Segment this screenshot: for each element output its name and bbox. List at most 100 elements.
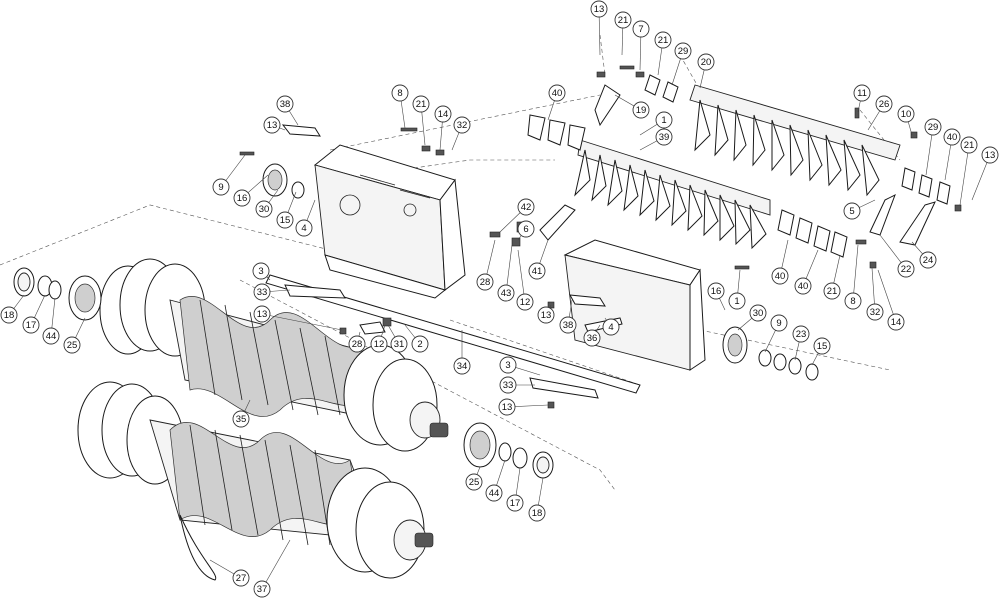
callout-number: 40 bbox=[552, 88, 563, 99]
callout-leader-line bbox=[517, 249, 526, 303]
callout-number: 24 bbox=[923, 255, 934, 266]
callout-circle bbox=[548, 84, 566, 102]
crossbar-and-rails bbox=[265, 274, 641, 399]
callout-number: 30 bbox=[753, 308, 764, 319]
callout-number: 38 bbox=[280, 99, 291, 110]
callout-number: 40 bbox=[775, 271, 786, 282]
callout-number: 13 bbox=[257, 309, 268, 320]
callout-number: 1 bbox=[734, 296, 739, 307]
callout-41: 41 bbox=[528, 239, 549, 280]
callout-leader-line bbox=[877, 269, 897, 323]
callout-circle bbox=[632, 101, 650, 119]
callout-circle bbox=[390, 335, 408, 353]
callout-30: 30 bbox=[255, 189, 279, 218]
callout-number: 35 bbox=[236, 414, 247, 425]
callout-number: 29 bbox=[678, 46, 689, 57]
callout-circle bbox=[22, 316, 40, 334]
callout-circle bbox=[453, 116, 471, 134]
callout-21: 21 bbox=[959, 136, 978, 206]
callout-circle bbox=[823, 282, 841, 300]
callout-1: 1 bbox=[728, 269, 746, 310]
callout-number: 14 bbox=[438, 109, 449, 120]
callout-circle bbox=[499, 376, 517, 394]
callout-number: 20 bbox=[701, 57, 712, 68]
callout-2: 2 bbox=[404, 324, 429, 353]
callout-number: 19 bbox=[636, 105, 647, 116]
callout-number: 13 bbox=[594, 4, 605, 15]
callout-38: 38 bbox=[559, 299, 577, 334]
callout-31: 31 bbox=[387, 324, 408, 353]
callout-35: 35 bbox=[232, 399, 251, 428]
callout-42: 42 bbox=[499, 198, 535, 233]
callout-16: 16 bbox=[707, 282, 726, 311]
callout-22: 22 bbox=[879, 234, 915, 278]
callout-26: 26 bbox=[867, 95, 893, 131]
callout-circle bbox=[728, 292, 746, 310]
callout-28: 28 bbox=[476, 239, 496, 291]
callout-32: 32 bbox=[451, 116, 471, 151]
callout-number: 44 bbox=[489, 488, 500, 499]
callout-number: 12 bbox=[520, 297, 531, 308]
callout-number: 13 bbox=[541, 310, 552, 321]
callout-28: 28 bbox=[348, 331, 366, 353]
callout-circle bbox=[295, 219, 313, 237]
callout-circle bbox=[391, 84, 409, 102]
callout-circle bbox=[674, 42, 692, 60]
callout-number: 31 bbox=[394, 339, 405, 350]
callout-44: 44 bbox=[42, 297, 60, 345]
callout-circle bbox=[981, 146, 999, 164]
callout-3: 3 bbox=[499, 356, 541, 376]
callout-circle bbox=[843, 202, 861, 220]
callout-21: 21 bbox=[654, 31, 672, 76]
callout-circle bbox=[528, 262, 546, 280]
callout-circle bbox=[411, 335, 429, 353]
callout-number: 23 bbox=[796, 329, 807, 340]
callout-16: 16 bbox=[233, 174, 269, 207]
callout-circle bbox=[516, 293, 534, 311]
callout-40: 40 bbox=[547, 84, 566, 121]
callout-14: 14 bbox=[877, 269, 905, 331]
callout-circle bbox=[212, 178, 230, 196]
upper-knife-bar bbox=[689, 84, 901, 197]
callout-circle bbox=[632, 20, 650, 38]
callout-circle bbox=[498, 398, 516, 416]
callout-number: 9 bbox=[776, 318, 781, 329]
callout-circle bbox=[232, 410, 250, 428]
callout-9: 9 bbox=[764, 314, 788, 353]
callout-13: 13 bbox=[971, 146, 999, 201]
callout-number: 25 bbox=[67, 340, 78, 351]
callout-38: 38 bbox=[276, 95, 299, 126]
callout-number: 43 bbox=[501, 288, 512, 299]
callout-18: 18 bbox=[0, 294, 25, 324]
callout-43: 43 bbox=[497, 244, 515, 302]
small-hardware bbox=[239, 65, 962, 409]
callout-circle bbox=[263, 116, 281, 134]
callout-4: 4 bbox=[602, 317, 620, 336]
callout-number: 8 bbox=[850, 296, 855, 307]
callout-number: 36 bbox=[587, 333, 598, 344]
callout-12: 12 bbox=[370, 324, 388, 353]
callout-25: 25 bbox=[63, 317, 86, 354]
callout-circle bbox=[517, 198, 535, 216]
callout-number: 3 bbox=[258, 266, 263, 277]
callout-circle bbox=[499, 356, 517, 374]
callout-24: 24 bbox=[911, 241, 937, 269]
callout-circle bbox=[253, 305, 271, 323]
callout-circle bbox=[0, 306, 18, 324]
callout-circle bbox=[614, 11, 632, 29]
callout-number: 44 bbox=[46, 331, 57, 342]
callout-leader-line bbox=[959, 144, 970, 206]
callout-number: 29 bbox=[928, 122, 939, 133]
callout-19: 19 bbox=[614, 94, 650, 119]
callout-8: 8 bbox=[391, 84, 409, 129]
callout-17: 17 bbox=[22, 294, 46, 334]
callout-18: 18 bbox=[528, 477, 546, 522]
callout-13: 13 bbox=[590, 0, 608, 56]
callout-circle bbox=[506, 494, 524, 512]
callout-number: 34 bbox=[457, 361, 468, 372]
callout-6: 6 bbox=[517, 220, 535, 241]
callout-21: 21 bbox=[412, 95, 430, 146]
callout-circle bbox=[655, 128, 673, 146]
callout-circle bbox=[476, 273, 494, 291]
